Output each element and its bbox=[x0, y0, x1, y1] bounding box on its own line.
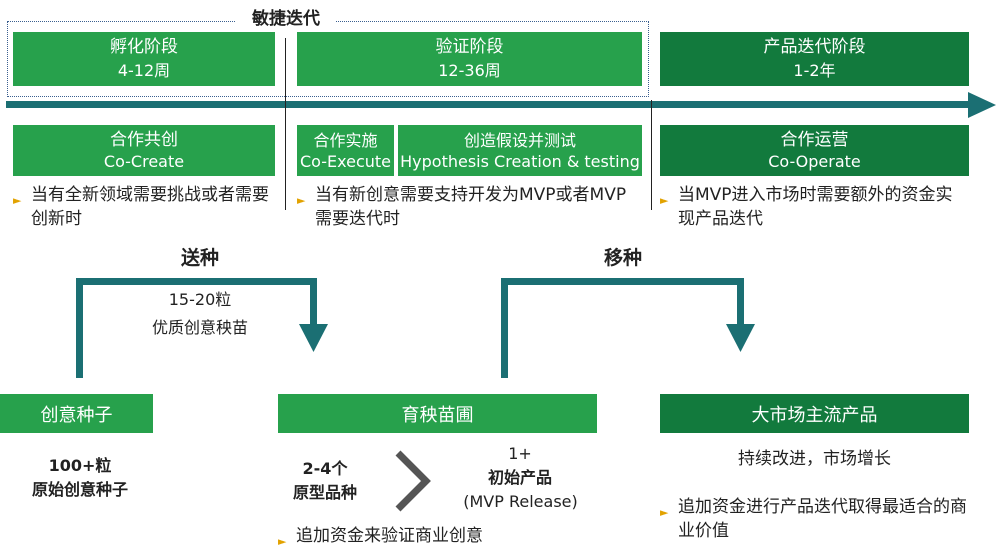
transplant-title: 移种 bbox=[603, 247, 642, 269]
stage-validation-duration: 12-36周 bbox=[438, 61, 501, 80]
prototype-label: 原型品种 bbox=[292, 483, 357, 502]
chevron-right-icon bbox=[395, 450, 431, 512]
bullet-market: ► 追加资金进行产品迭代取得最适合的商业价值 bbox=[660, 495, 969, 545]
transplant-arrow bbox=[501, 278, 755, 378]
mvp-release: (MVP Release) bbox=[463, 492, 578, 511]
separator-1 bbox=[285, 38, 286, 210]
nursery-box: 育秧苗圃 bbox=[278, 394, 597, 433]
mode-hypothesis: 创造假设并测试 Hypothesis Creation & testing bbox=[398, 125, 642, 176]
mode-cocreate: 合作共创 Co-Create bbox=[13, 125, 275, 176]
mvp-count: 1+ bbox=[508, 444, 532, 463]
stage-iteration: 产品迭代阶段 1-2年 bbox=[660, 32, 969, 86]
seeds-count: 100+粒 bbox=[48, 456, 112, 475]
seeds-box: 创意种子 bbox=[0, 394, 153, 433]
bullet-cooperate-text: 当MVP进入市场时需要额外的资金实现产品迭代 bbox=[678, 185, 953, 229]
mode-cooperate: 合作运营 Co-Operate bbox=[660, 125, 969, 176]
mode-cocreate-en: Co-Create bbox=[103, 151, 185, 171]
stage-incubation: 孵化阶段 4-12周 bbox=[13, 32, 275, 86]
mvp-label: 初始产品 bbox=[487, 468, 552, 487]
separator-2 bbox=[651, 100, 652, 210]
market-box: 大市场主流产品 bbox=[660, 394, 969, 433]
market-subtitle: 持续改进，市场增长 bbox=[738, 449, 891, 469]
bullet-cocreate: ► 当有全新领域需要挑战或者需要创新时 bbox=[13, 183, 278, 233]
timeline-arrow bbox=[6, 92, 996, 118]
bullet-marker-icon: ► bbox=[660, 506, 669, 519]
send-desc: 优质创意秧苗 bbox=[151, 318, 248, 337]
bullet-coexecute-text: 当有新创意需要支持开发为MVP或者MVP需要迭代时 bbox=[315, 185, 627, 229]
bullet-cooperate: ► 当MVP进入市场时需要额外的资金实现产品迭代 bbox=[660, 183, 969, 233]
bullet-marker-icon: ► bbox=[13, 194, 22, 207]
stage-iteration-title: 产品迭代阶段 bbox=[763, 37, 866, 57]
prototype-count: 2-4个 bbox=[302, 459, 348, 478]
bullet-coexecute: ► 当有新创意需要支持开发为MVP或者MVP需要迭代时 bbox=[297, 183, 642, 233]
send-arrow bbox=[76, 278, 328, 378]
mode-cooperate-en: Co-Operate bbox=[768, 151, 861, 171]
stage-iteration-duration: 1-2年 bbox=[793, 61, 836, 80]
send-count: 15-20粒 bbox=[168, 290, 232, 309]
bullet-marker-icon: ► bbox=[297, 194, 306, 207]
bullet-marker-icon: ► bbox=[278, 535, 287, 548]
stage-validation-title: 验证阶段 bbox=[435, 37, 504, 57]
stage-incubation-duration: 4-12周 bbox=[117, 61, 171, 80]
bullet-market-text: 追加资金进行产品迭代取得最适合的商业价值 bbox=[678, 497, 967, 541]
mode-coexecute-cn: 合作实施 bbox=[313, 130, 378, 150]
mode-cooperate-cn: 合作运营 bbox=[780, 129, 849, 150]
bullet-nursery-text: 追加资金来验证商业创意 bbox=[296, 526, 483, 546]
send-title: 送种 bbox=[180, 247, 219, 269]
seeds-desc: 原始创意种子 bbox=[31, 480, 128, 499]
mode-hypothesis-en: Hypothesis Creation & testing bbox=[400, 151, 640, 171]
stage-validation: 验证阶段 12-36周 bbox=[297, 32, 642, 86]
mode-hypothesis-cn: 创造假设并测试 bbox=[463, 130, 576, 150]
mode-coexecute: 合作实施 Co-Execute bbox=[297, 125, 394, 176]
agile-label: 敏捷迭代 bbox=[236, 8, 336, 32]
bullet-marker-icon: ► bbox=[660, 194, 669, 207]
mode-coexecute-en: Co-Execute bbox=[299, 151, 391, 171]
mode-cocreate-cn: 合作共创 bbox=[110, 129, 178, 150]
bullet-cocreate-text: 当有全新领域需要挑战或者需要创新时 bbox=[31, 185, 269, 229]
bullet-nursery: ► 追加资金来验证商业创意 bbox=[278, 524, 598, 550]
stage-incubation-title: 孵化阶段 bbox=[110, 37, 178, 57]
